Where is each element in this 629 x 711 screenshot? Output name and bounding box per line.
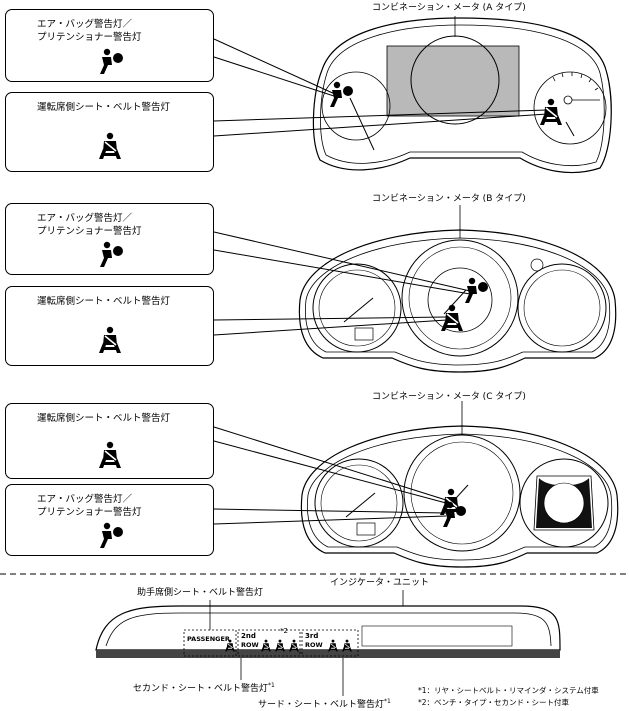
passenger-seatbelt-label: 助手席側シート・ベルト警告灯: [137, 588, 264, 598]
footnote-mark: *1: [384, 698, 391, 705]
callout-label: エア・バッグ警告灯／ プリテンショナー警告灯: [37, 494, 142, 518]
callout-label: 運転席側シート・ベルト警告灯: [37, 102, 171, 113]
panel-row3-bottom: ROW: [305, 641, 323, 649]
panel-row2-bottom: ROW: [241, 641, 259, 649]
indicator-unit-title: インジケータ・ユニット: [330, 578, 430, 588]
meter-b: [298, 229, 617, 373]
panel-center-mark: *2: [280, 627, 288, 635]
callout-seatbelt-a: 運転席側シート・ベルト警告灯: [5, 92, 214, 172]
callout-label: 運転席側シート・ベルト警告灯: [37, 413, 171, 424]
meter-c: [300, 425, 619, 568]
callout-seatbelt-b: 運転席側シート・ベルト警告灯: [5, 286, 214, 366]
callout-label: 運転席側シート・ベルト警告灯: [37, 296, 171, 307]
airbag-warning-icon: [100, 241, 123, 267]
callout-airbag-a: エア・バッグ警告灯／ プリテンショナー警告灯: [5, 9, 214, 82]
seatbelt-warning-icon: [98, 440, 122, 469]
airbag-warning-icon: [100, 48, 123, 74]
footnote-2: *2：ベンチ・タイプ・セカンド・シート付車: [418, 698, 570, 707]
callout-airbag-b: エア・バッグ警告灯／ プリテンショナー警告灯: [5, 203, 214, 275]
meter-a-title: コンビネーション・メータ (A タイプ): [372, 3, 526, 13]
callout-label: エア・バッグ警告灯／ プリテンショナー警告灯: [37, 19, 142, 43]
panel-row2-top: 2nd: [241, 632, 256, 640]
meter-b-title: コンビネーション・メータ (B タイプ): [372, 194, 526, 204]
second-seatbelt-label: セカンド・シート・ベルト警告灯*1: [133, 682, 275, 694]
third-seatbelt-label: サード・シート・ベルト警告灯*1: [258, 698, 391, 710]
callout-label: エア・バッグ警告灯／ プリテンショナー警告灯: [37, 213, 142, 237]
footnote-mark: *1: [268, 682, 275, 689]
seatbelt-warning-icon: [98, 325, 122, 354]
panel-passenger-text: PASSENGER: [187, 635, 230, 643]
footnote-1: *1：リヤ・シートベルト・リマインダ・システム付車: [418, 686, 599, 695]
meter-c-title: コンビネーション・メータ (C タイプ): [372, 392, 526, 402]
callout-seatbelt-c: 運転席側シート・ベルト警告灯: [5, 403, 214, 479]
airbag-warning-icon: [100, 522, 123, 548]
meter-a: [312, 17, 612, 174]
panel-row3-top: 3rd: [305, 632, 319, 640]
indicator-unit: [95, 605, 561, 658]
callout-airbag-c: エア・バッグ警告灯／ プリテンショナー警告灯: [5, 484, 214, 556]
seatbelt-warning-icon: [98, 132, 122, 160]
